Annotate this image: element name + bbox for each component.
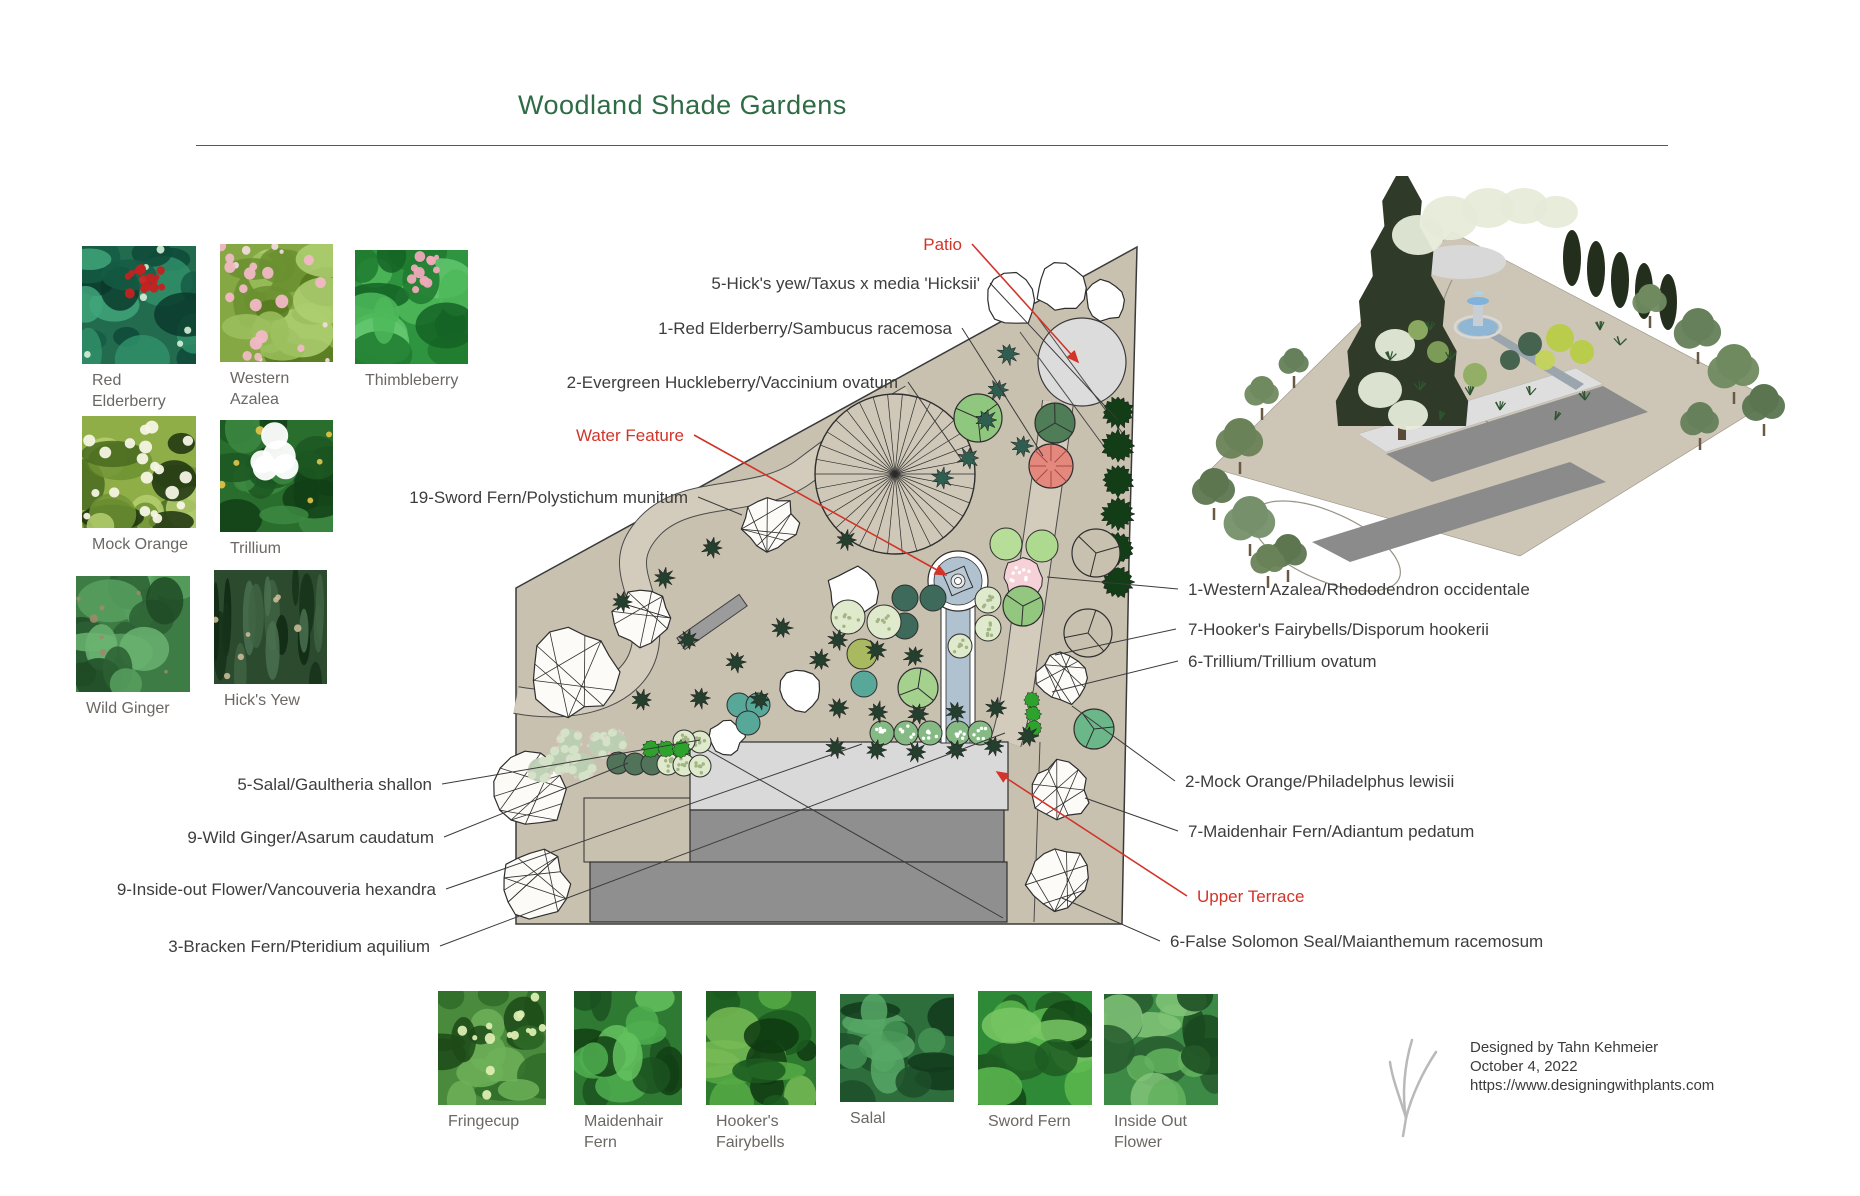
plant-caption-maidenhair-fern: Maidenhair [584,1113,664,1130]
plant-caption-red-elderberry: Red [92,372,122,389]
page-title: Woodland Shade Gardens [518,90,847,120]
callout-red-elderberry-callout: 1-Red Elderberry/Sambucus racemosa [658,319,952,338]
plant-caption-western-azalea: Western [230,370,290,387]
garden-3d-render [1192,176,1785,592]
plant-photo-salal [840,994,954,1102]
title-underline [196,145,1668,146]
plant-caption-mock-orange: Mock Orange [92,536,189,553]
callout-sword-fern-callout: 19-Sword Fern/Polystichum munitum [409,488,688,507]
credit-designer: Designed by Tahn Kehmeier [1470,1039,1659,1056]
plant-caption-salal: Salal [850,1110,886,1127]
callout-hicks-yew-callout: 5-Hick's yew/Taxus x media 'Hicksii' [711,274,980,293]
designer-logo [1388,1038,1438,1138]
plant-photo-fringecup [438,991,546,1105]
callout-water-feature: Water Feature [575,426,684,445]
callout-false-solomon-seal-callout: 6-False Solomon Seal/Maianthemum racemos… [1170,932,1544,951]
plant-caption-hookers-fairybells: Hooker's [716,1113,779,1130]
garden-plan [493,245,1138,925]
plant-caption-fringecup: Fringecup [448,1113,520,1130]
callout-mock-orange-callout: 2-Mock Orange/Philadelphus lewisii [1185,772,1455,791]
plant-caption-wild-ginger: Wild Ginger [86,700,170,717]
plant-photo-wild-ginger [76,576,190,692]
plant-photo-inside-out-flower [1104,994,1218,1105]
credit-date: October 4, 2022 [1470,1058,1578,1075]
callout-wild-ginger-callout: 9-Wild Ginger/Asarum caudatum [187,828,434,847]
callout-evergreen-huckleberry-callout: 2-Evergreen Huckleberry/Vaccinium ovatum [566,373,898,392]
plant-caption-hookers-fairybells: Fairybells [716,1134,785,1151]
leader-lines [439,243,1188,947]
plant-caption-sword-fern: Sword Fern [988,1113,1071,1130]
plant-photo-hicks-yew [214,570,327,684]
plant-photo-western-azalea [220,244,333,362]
plant-photo-maidenhair-fern [574,991,682,1105]
plant-photo-thimbleberry [355,250,468,364]
callout-hookers-fairybells-callout: 7-Hooker's Fairybells/Disporum hookerii [1188,620,1489,639]
plant-caption-inside-out-flower: Inside Out [1114,1113,1187,1130]
plant-caption-maidenhair-fern: Fern [584,1134,617,1151]
plant-caption-inside-out-flower: Flower [1114,1134,1163,1151]
plant-caption-red-elderberry: Elderberry [92,393,166,410]
plant-photo-trillium [220,420,333,532]
plant-caption-hicks-yew: Hick's Yew [224,692,300,709]
callout-salal-callout: 5-Salal/Gaultheria shallon [237,775,432,794]
callout-bracken-fern-callout: 3-Bracken Fern/Pteridium aquilium [168,937,430,956]
plant-caption-trillium: Trillium [230,540,281,557]
callout-maidenhair-fern-callout: 7-Maidenhair Fern/Adiantum pedatum [1188,822,1475,841]
plant-photo-red-elderberry [82,246,196,364]
callout-inside-out-flower-callout: 9-Inside-out Flower/Vancouveria hexandra [116,880,436,899]
plant-photo-mock-orange [82,416,196,528]
callout-trillium-callout: 6-Trillium/Trillium ovatum [1188,652,1377,671]
plant-caption-thimbleberry: Thimbleberry [365,372,459,389]
plant-photo-sword-fern [978,991,1092,1105]
callout-patio: Patio [923,235,962,254]
credit-url: https://www.designingwithplants.com [1470,1077,1715,1094]
callout-upper-terrace: Upper Terrace [1197,887,1305,906]
plant-caption-western-azalea: Azalea [230,391,279,408]
plant-photo-hookers-fairybells [706,991,816,1105]
callout-western-azalea-callout: 1-Western Azalea/Rhododendron occidental… [1188,580,1530,599]
